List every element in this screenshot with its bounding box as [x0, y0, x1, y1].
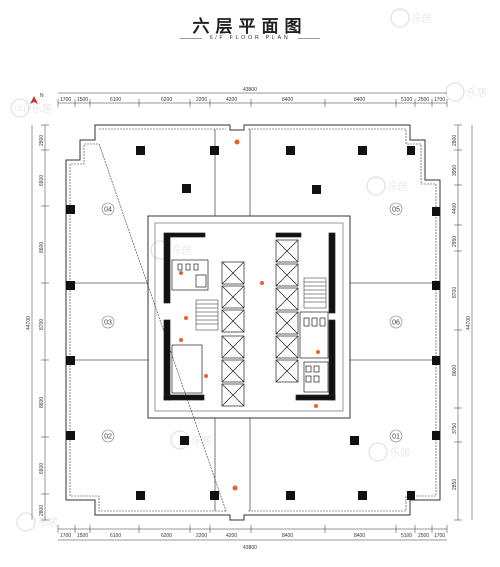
- overall-dimension-top: 43800: [243, 87, 257, 93]
- service-markers: [179, 139, 320, 491]
- dim-label: 4200: [226, 97, 237, 103]
- watermark-text: 乐居: [192, 435, 212, 447]
- bottom-dimension-group: 1700 1500 6100 6200 2200 4200 8400 8400 …: [57, 525, 448, 551]
- svg-text:LEJU: LEJU: [14, 104, 32, 113]
- watermark-layer: LEJU 乐居 乐居 乐居 乐居 乐居 乐居 乐居 乐居: [10, 8, 487, 532]
- dim-label: 1700: [60, 533, 71, 539]
- subtitle-rule-left: [180, 38, 202, 39]
- dim-label: 2800: [452, 135, 458, 146]
- north-arrow: N: [30, 93, 44, 104]
- dim-label: 5100: [401, 533, 412, 539]
- dim-label: 2850: [452, 479, 458, 490]
- unit-label-04: 04: [104, 207, 112, 214]
- structural-columns: [66, 146, 440, 500]
- dim-label: 8400: [354, 533, 365, 539]
- watermark-logo: 乐居: [368, 442, 410, 462]
- dim-label: 8400: [282, 97, 293, 103]
- dim-label: 8400: [282, 533, 293, 539]
- dim-label: 5100: [401, 97, 412, 103]
- building-outline: [65, 124, 441, 521]
- watermark-logo: 乐居: [150, 240, 192, 260]
- page-title: 六层平面图: [192, 17, 308, 37]
- watermark-text: 乐居: [467, 87, 487, 99]
- watermark-logo: 乐居: [390, 8, 432, 28]
- left-dimension-group: 44700 2800 6600 8600 8700 8600 6600 2800: [26, 124, 49, 521]
- svg-text:N: N: [40, 93, 44, 99]
- unit-partitions: [70, 129, 436, 511]
- overall-dimension-bottom: 43800: [243, 545, 257, 551]
- dim-label: 6200: [161, 533, 172, 539]
- dim-label: 6600: [39, 175, 45, 186]
- watermark-text: 乐居: [412, 13, 432, 25]
- dim-label: 8600: [39, 242, 45, 253]
- dim-label: 2950: [452, 236, 458, 247]
- dim-label: 1500: [77, 533, 88, 539]
- watermark-logo: 乐居: [16, 512, 58, 532]
- dim-label: 6600: [39, 463, 45, 474]
- dim-label: 6100: [110, 97, 121, 103]
- watermark-text: 乐居: [388, 181, 408, 193]
- watermark-logo: 乐居: [445, 82, 487, 102]
- dim-label: 3750: [452, 423, 458, 434]
- dim-label: 4400: [452, 203, 458, 214]
- dim-label: 4200: [226, 533, 237, 539]
- watermark-text: 乐居: [32, 103, 52, 115]
- dim-label: 2800: [39, 135, 45, 146]
- watermark-text: 乐居: [172, 245, 192, 257]
- dim-label: 2500: [418, 97, 429, 103]
- dim-label: 1700: [434, 533, 445, 539]
- dim-label: 2800: [39, 505, 45, 516]
- dim-label: 8700: [39, 319, 45, 330]
- dim-label: 1500: [77, 97, 88, 103]
- dim-label: 8600: [39, 397, 45, 408]
- dim-label: 2200: [196, 533, 207, 539]
- dim-label: 6200: [161, 97, 172, 103]
- watermark-text: 乐居: [38, 517, 58, 529]
- core-interior: [163, 232, 336, 407]
- subtitle-rule-right: [298, 38, 320, 39]
- side-overall-left: 44700: [26, 316, 32, 330]
- unit-label-05: 05: [392, 207, 400, 214]
- dim-label: 8600: [452, 365, 458, 376]
- watermark-text: 乐居: [390, 447, 410, 459]
- watermark-logo: 乐居: [366, 176, 408, 196]
- unit-labels: 04 05 03 06 02 01: [101, 202, 403, 443]
- dim-label: 3950: [452, 165, 458, 176]
- page-subtitle: 6/F FLOOR PLAN: [209, 35, 291, 41]
- watermark-logo: 乐居: [170, 430, 212, 450]
- dim-label: 8400: [354, 97, 365, 103]
- unit-label-01: 01: [392, 434, 400, 441]
- dim-label: 1700: [60, 97, 71, 103]
- watermark-logo: LEJU 乐居: [10, 98, 52, 118]
- top-dimension-group: 43800 1700 1500 6100 6200 2200 4200 8400…: [57, 87, 448, 107]
- dim-label: 6100: [110, 533, 121, 539]
- core-outline: [147, 215, 351, 419]
- dim-label: 2200: [196, 97, 207, 103]
- dim-label: 8700: [452, 287, 458, 298]
- side-overall-right: 44700: [466, 316, 472, 330]
- unit-label-02: 02: [104, 434, 112, 441]
- dim-label: 1700: [434, 97, 445, 103]
- right-dimension-group: 2800 3950 4400 2950 8700 8600 3750 2850 …: [452, 124, 473, 521]
- unit-label-03: 03: [104, 320, 112, 327]
- unit-label-06: 06: [392, 320, 400, 327]
- dim-label: 2500: [418, 533, 429, 539]
